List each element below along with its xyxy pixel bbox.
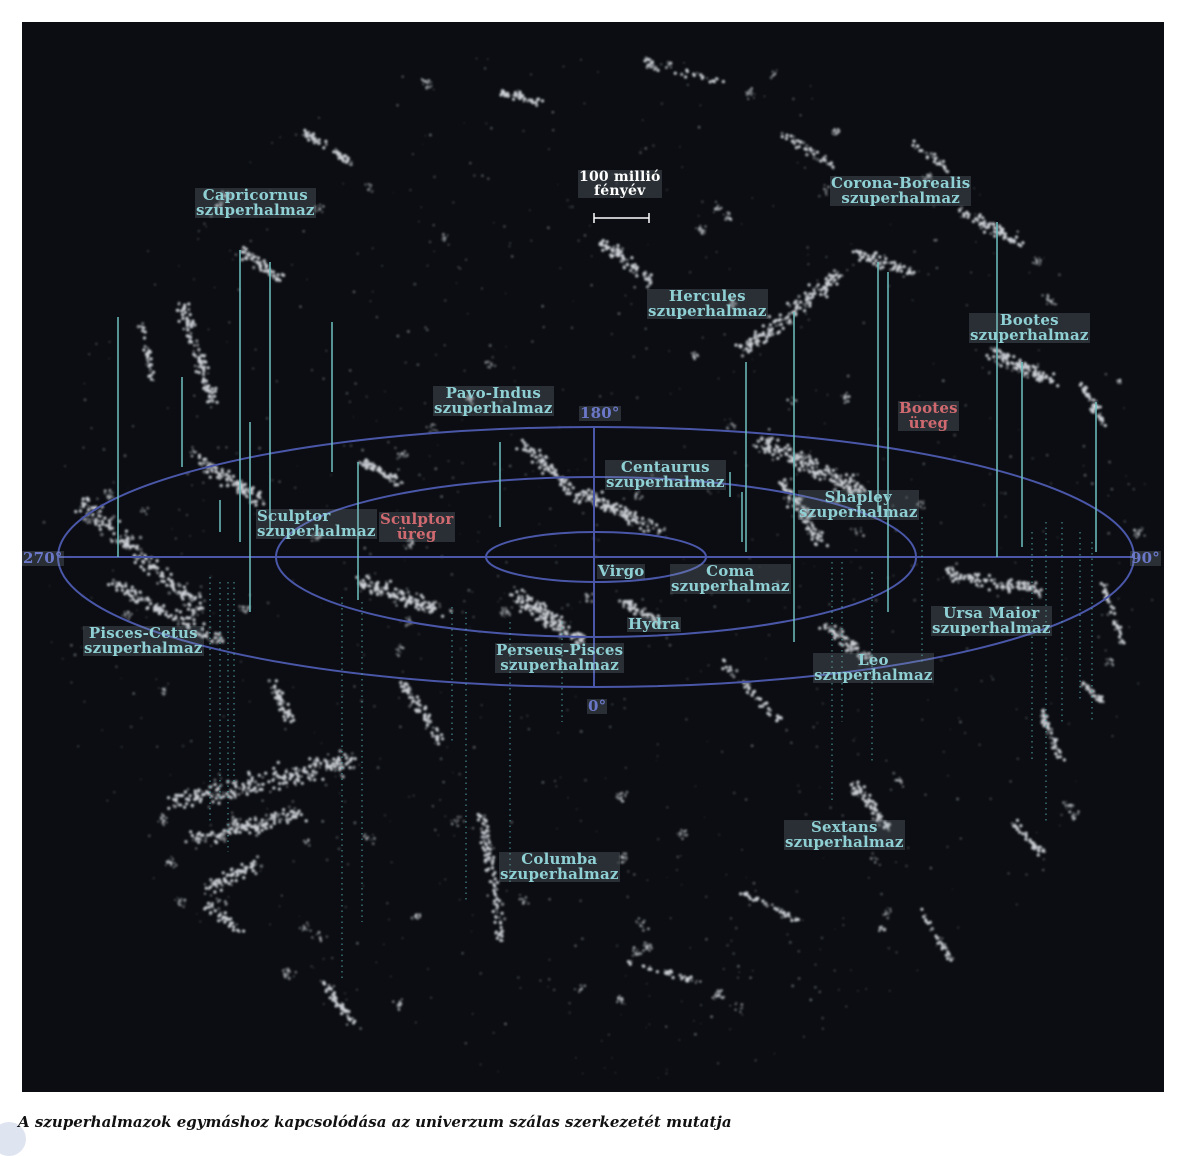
axis-label-0: 0° bbox=[587, 699, 607, 714]
label-hydra: Hydra bbox=[627, 617, 681, 632]
axis-label-90: 90° bbox=[1130, 551, 1161, 566]
figure-caption: A szuperhalmazok egymáshoz kapcsolódása … bbox=[18, 1113, 732, 1131]
axis-label-180: 180° bbox=[579, 406, 621, 421]
scale-label: 100 millió fényév bbox=[578, 170, 662, 198]
supercluster-map: 100 millió fényév 180° 0° 270° 90° Capri… bbox=[22, 22, 1164, 1092]
scale-unit: fényév bbox=[578, 184, 662, 198]
scale-bar bbox=[594, 213, 649, 223]
axis-label-270: 270° bbox=[22, 551, 64, 566]
label-virgo: Virgo bbox=[597, 564, 645, 579]
scale-value: 100 millió bbox=[578, 170, 662, 184]
